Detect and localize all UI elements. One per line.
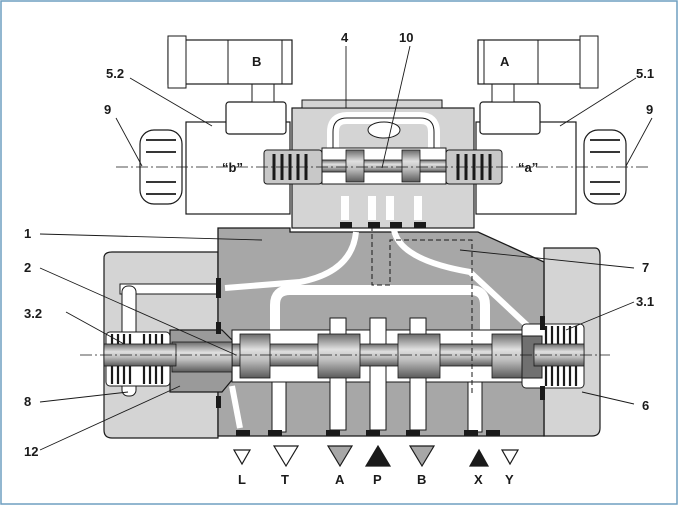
right-spring bbox=[521, 323, 585, 389]
left-spring bbox=[103, 331, 177, 387]
port-x-symbol bbox=[468, 448, 490, 467]
port-p-label: P bbox=[373, 472, 382, 487]
spool-land bbox=[317, 333, 361, 379]
pilot-valve bbox=[291, 99, 475, 229]
port-symbols bbox=[232, 444, 520, 468]
callout-5-2: 5.2 bbox=[106, 66, 124, 81]
spool-land bbox=[239, 333, 271, 379]
callout-8: 8 bbox=[24, 394, 31, 409]
port-y-label: Y bbox=[505, 472, 514, 487]
pilot-channel-left bbox=[224, 231, 359, 291]
callout-1: 1 bbox=[24, 226, 31, 241]
port-a-symbol bbox=[326, 445, 354, 468]
callout-5-1: 5.1 bbox=[636, 66, 654, 81]
pilot-channel-right bbox=[391, 229, 533, 331]
callout-10: 10 bbox=[399, 30, 413, 45]
callout-7: 7 bbox=[642, 260, 649, 275]
port-p-symbol bbox=[364, 444, 392, 467]
solenoid-a-letter: A bbox=[500, 54, 510, 69]
port-b-symbol bbox=[408, 445, 436, 468]
channel-upper bbox=[270, 285, 490, 330]
callout-9-left: 9 bbox=[104, 102, 111, 117]
port-l-label: L bbox=[238, 472, 246, 487]
solenoid-b-letter: B bbox=[252, 54, 261, 69]
main-valve bbox=[80, 226, 610, 439]
spool-land bbox=[491, 333, 523, 379]
solenoid-b bbox=[139, 35, 323, 215]
callout-12: 12 bbox=[24, 444, 38, 459]
port-b-label: B bbox=[417, 472, 426, 487]
callout-3-2: 3.2 bbox=[24, 306, 42, 321]
connector-b bbox=[167, 39, 293, 85]
leader-lines bbox=[39, 45, 653, 451]
callout-2: 2 bbox=[24, 260, 31, 275]
callout-3-1: 3.1 bbox=[636, 294, 654, 309]
spool-land bbox=[397, 333, 441, 379]
port-a-label: A bbox=[335, 472, 345, 487]
port-y-symbol bbox=[500, 449, 520, 466]
callout-6: 6 bbox=[642, 398, 649, 413]
callout-9-right: 9 bbox=[646, 102, 653, 117]
callout-4: 4 bbox=[341, 30, 349, 45]
port-x-label: X bbox=[474, 472, 483, 487]
port-t-symbol bbox=[272, 445, 300, 468]
port-t-label: T bbox=[281, 472, 289, 487]
side-label-a: “a” bbox=[518, 160, 538, 175]
solenoid-a bbox=[445, 35, 627, 215]
side-label-b: “b” bbox=[222, 160, 243, 175]
port-l-symbol bbox=[232, 449, 252, 466]
connector-a bbox=[477, 39, 597, 85]
pilot-line-dashed bbox=[371, 226, 473, 395]
